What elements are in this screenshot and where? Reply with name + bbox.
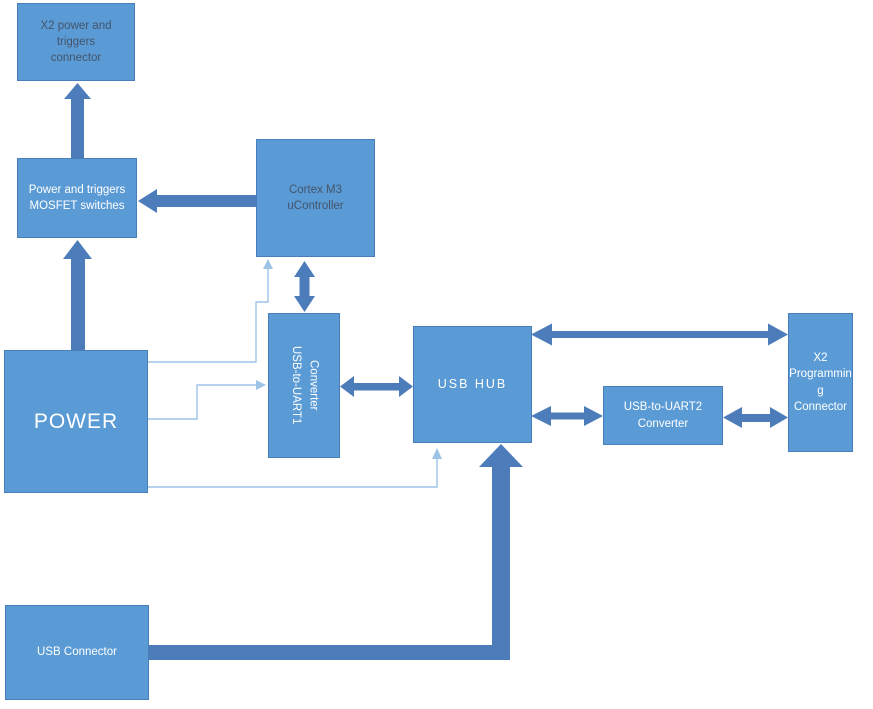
cortex-uart1-arrowhead-down-icon [294,296,315,312]
block-usb-hub: USB HUB [413,326,532,443]
usbconn-to-usbhub-arrow-hbar [148,645,510,660]
block-label: X2 Programmin g Connector [789,352,852,413]
block-label: POWER [33,409,119,433]
block-x2-power-triggers-connector: X2 power and triggers connector [17,3,135,81]
power-to-mosfet-arrow-bar [71,257,85,350]
power-to-uart1-line [148,384,256,420]
power-to-cortex-arrowhead-icon [263,259,273,269]
block-label: Power and triggers MOSFET switches [28,183,126,212]
uart1-usbhub-arrowhead-left-icon [340,376,354,397]
uart2-x2prog-arrowhead-right-icon [770,407,788,428]
block-usb-to-uart2-converter: USB-to-UART2 Converter [603,386,723,445]
block-x2-programming-connector: X2 Programmin g Connector [788,313,853,452]
cortex-to-mosfet-arrow-bar [156,195,257,207]
mosfet-to-x2conn-arrow-bar [71,97,84,158]
power-to-mosfet-arrowhead-icon [63,240,92,259]
block-label: USB HUB [437,376,508,391]
block-cortex-m3: Cortex M3 uController [256,139,375,257]
block-label: USB Connector [37,646,117,659]
block-label: X2 power and triggers connector [40,19,112,65]
power-to-usbhub-arrowhead-icon [432,448,442,459]
cortex-uart1-arrow-bar [299,275,310,297]
usbhub-x2prog-arrowhead-left-icon [531,323,552,346]
power-to-usbhub-line [148,459,438,488]
mosfet-to-x2conn-arrowhead-icon [64,83,91,99]
block-power: POWER [4,350,148,493]
usbhub-x2prog-arrow-bar [550,331,770,338]
block-label: USB-to-UART2 Converter [623,401,703,430]
uart1-usbhub-arrowhead-right-icon [399,376,413,397]
block-usb-connector: USB Connector [5,605,149,700]
usbconn-to-usbhub-arrowhead-icon [479,444,523,467]
usbhub-uart2-arrowhead-right-icon [584,406,603,426]
cortex-to-mosfet-arrowhead-icon [138,189,157,213]
cortex-uart1-arrowhead-up-icon [294,261,315,277]
uart2-x2prog-arrowhead-left-icon [723,407,742,428]
usbhub-x2prog-arrowhead-right-icon [768,323,788,346]
uart2-x2prog-arrow-bar [740,414,772,422]
power-to-uart1-arrowhead-icon [256,380,266,390]
block-label: USB-to-UART1 Converter [290,346,320,425]
usbhub-uart2-arrowhead-left-icon [531,406,551,426]
usbconn-to-usbhub-arrow-vbar [492,466,510,660]
block-label: Cortex M3 uController [287,183,344,212]
power-to-cortex-line [148,268,269,363]
block-usb-to-uart1-converter: USB-to-UART1 Converter [268,313,340,458]
block-mosfet-switches: Power and triggers MOSFET switches [17,158,137,238]
usbhub-uart2-arrow-bar [550,412,585,420]
uart1-usbhub-arrow-bar [353,383,400,391]
